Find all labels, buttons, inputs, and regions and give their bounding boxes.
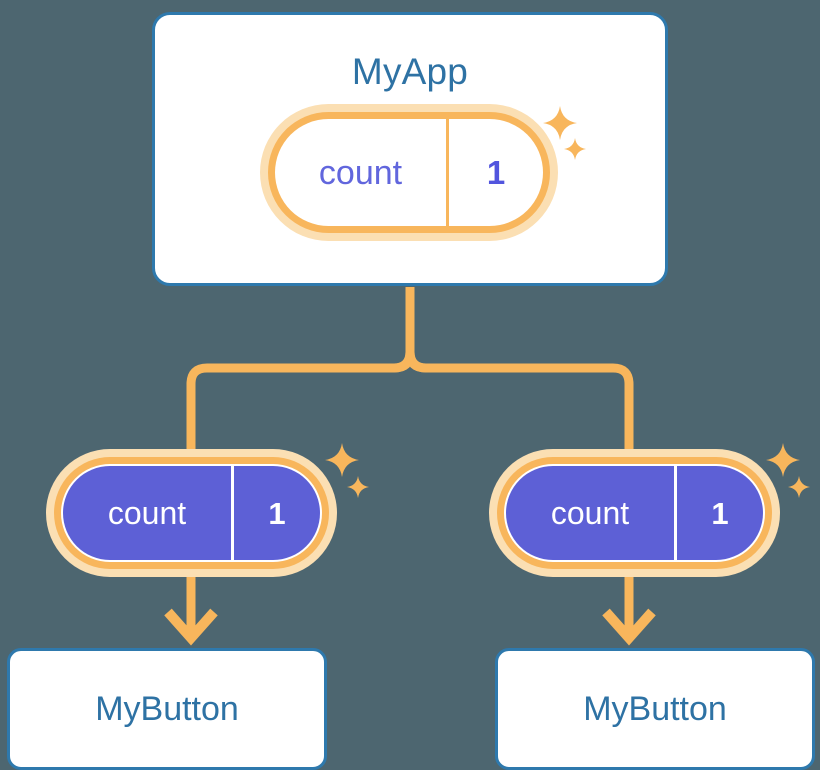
state-pill-ring: count 1 [268,112,550,233]
state-pill-body: count 1 [275,119,543,226]
page-title: MyApp [351,51,469,92]
card-mybutton-1[interactable]: MyButton [495,648,815,770]
state-pill-body: count 1 [504,464,765,562]
state-value: 1 [677,466,763,560]
branch-junction [394,345,426,373]
card-mybutton-0[interactable]: MyButton [7,648,327,770]
state-pill-ring: count 1 [54,457,329,569]
branch-right [405,345,634,449]
arrow-head-right [602,608,656,646]
state-value: 1 [234,466,320,560]
state-pill-body: count 1 [61,464,322,562]
state-value: 1 [486,154,506,191]
state-key: count [506,466,674,560]
sparkle-icon [325,443,359,477]
sparkle-small-icon [347,476,369,498]
sparkle-icon [766,443,800,477]
state-pill-ring: count 1 [497,457,772,569]
sparkle-small-icon [788,476,810,498]
state-key: count [63,466,231,560]
card-mybutton-label: MyButton [583,690,727,728]
card-mybutton-label: MyButton [95,690,239,728]
branch-left [186,345,415,449]
state-pill-child-0[interactable]: count 1 [46,449,337,577]
state-pill-root[interactable]: count 1 [260,104,558,241]
state-pill-child-1[interactable]: count 1 [489,449,780,577]
state-key: count [275,119,449,226]
arrow-head-left [164,608,218,646]
